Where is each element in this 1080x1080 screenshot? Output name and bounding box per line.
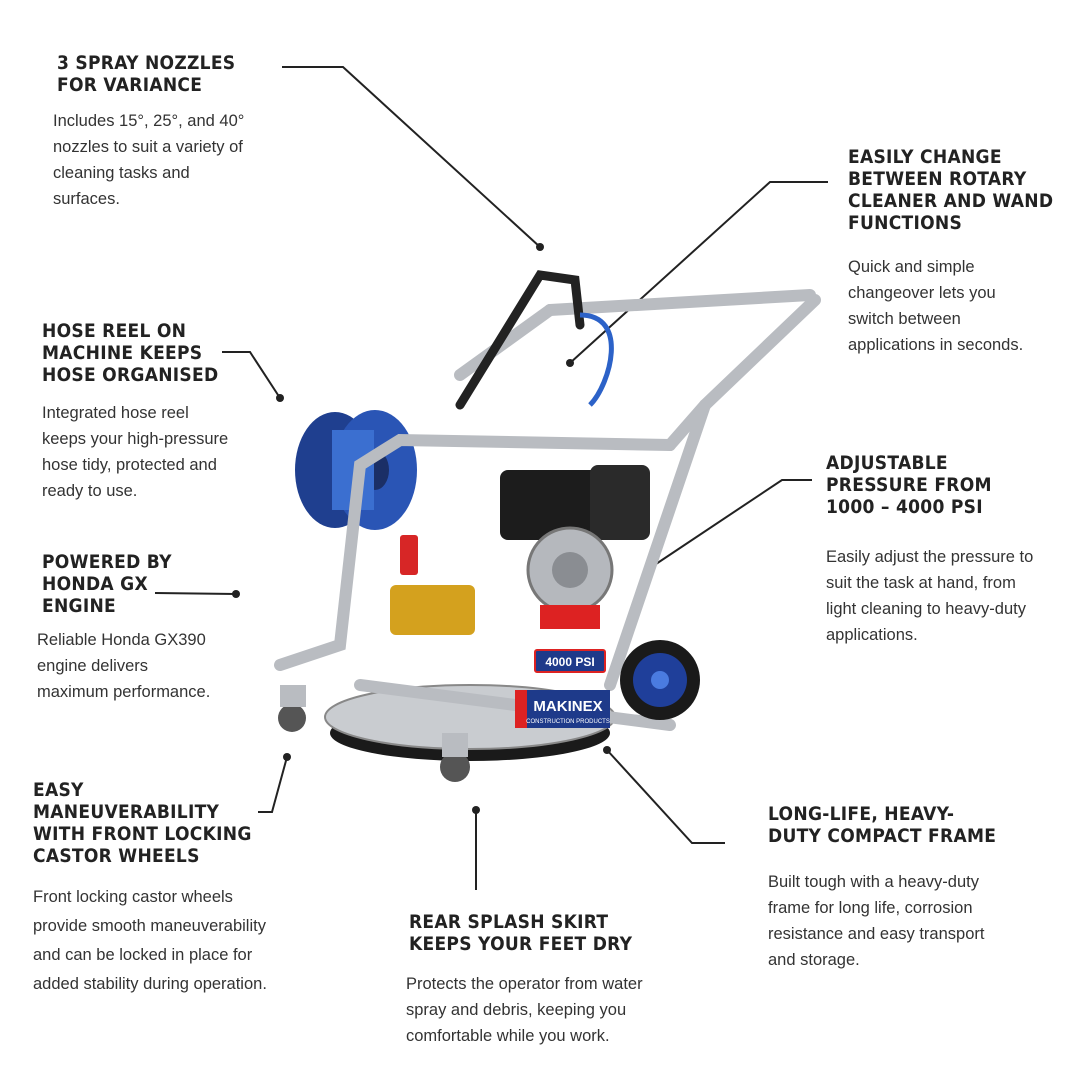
feature-heading: ADJUSTABLE PRESSURE FROM 1000 – 4000 PSI xyxy=(826,452,992,518)
brand-subtitle: CONSTRUCTION PRODUCTS xyxy=(526,719,610,725)
feature-description: Quick and simple changeover lets you swi… xyxy=(848,258,1024,354)
feature-description: Easily adjust the pressure to suit the t… xyxy=(826,548,1034,644)
feature-hose-reel: HOSE REEL ON MACHINE KEEPS HOSE ORGANISE… xyxy=(42,320,238,504)
feature-heading: LONG-LIFE, HEAVY- DUTY COMPACT FRAME xyxy=(768,803,997,847)
feature-description: Built tough with a heavy-duty frame for … xyxy=(768,873,985,969)
feature-castor-wheels: EASY MANEUVERABILITY WITH FRONT LOCKING … xyxy=(33,779,276,999)
feature-heading: EASILY CHANGE BETWEEN ROTARY CLEANER AND… xyxy=(848,146,1054,234)
feature-honda-engine: POWERED BY HONDA GX ENGINE Reliable Hond… xyxy=(37,551,210,705)
feature-description: Includes 15°, 25°, and 40° nozzles to su… xyxy=(53,112,245,208)
callout-line-hose-reel xyxy=(222,351,281,399)
callout-line-castor xyxy=(258,756,288,813)
feature-heading: POWERED BY HONDA GX ENGINE xyxy=(42,551,172,617)
feature-heading: HOSE REEL ON MACHINE KEEPS HOSE ORGANISE… xyxy=(42,320,219,386)
feature-description: Reliable Honda GX390 engine delivers max… xyxy=(37,631,211,701)
feature-description: Front locking castor wheels provide smoo… xyxy=(33,888,267,993)
feature-heading: EASY MANEUVERABILITY WITH FRONT LOCKING … xyxy=(33,779,252,867)
feature-splash-skirt: REAR SPLASH SKIRT KEEPS YOUR FEET DRY Pr… xyxy=(406,911,657,1049)
callout-line-engine xyxy=(154,592,237,595)
feature-description: Integrated hose reel keeps your high-pre… xyxy=(42,404,229,500)
feature-rotary-wand: EASILY CHANGE BETWEEN ROTARY CLEANER AND… xyxy=(848,146,1076,358)
feature-heading: 3 SPRAY NOZZLES FOR VARIANCE xyxy=(57,52,236,96)
feature-adjustable-pressure: ADJUSTABLE PRESSURE FROM 1000 – 4000 PSI… xyxy=(826,452,1033,648)
brand-name: MAKINEX xyxy=(533,698,602,715)
pressure-washer-image: 4000 PSI MAKINEX CONSTRUCTION PRODUCTS xyxy=(274,270,821,782)
feature-spray-nozzles: 3 SPRAY NOZZLES FOR VARIANCE Includes 15… xyxy=(53,52,255,212)
pressure-badge: 4000 PSI xyxy=(545,655,594,669)
callout-line-nozzles xyxy=(282,66,541,248)
callout-line-pressure xyxy=(649,479,812,569)
feature-heavy-duty-frame: LONG-LIFE, HEAVY- DUTY COMPACT FRAME Bui… xyxy=(768,803,1022,973)
feature-description: Protects the operator from water spray a… xyxy=(406,975,643,1045)
callout-line-frame xyxy=(606,749,725,844)
feature-heading: REAR SPLASH SKIRT KEEPS YOUR FEET DRY xyxy=(409,911,633,955)
